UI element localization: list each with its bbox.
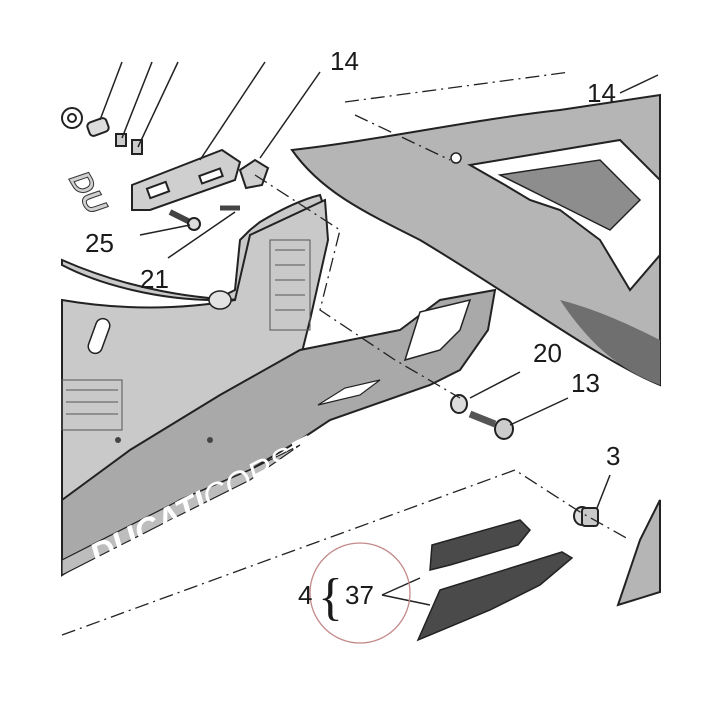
- partial-logo: DU: [62, 166, 113, 221]
- fairing-hole: [450, 152, 462, 164]
- label-20: 20: [533, 338, 562, 368]
- label-14-right: 14: [587, 78, 616, 108]
- grommet-3: [573, 506, 599, 527]
- label-25: 25: [85, 228, 114, 258]
- decal-upper: [429, 519, 532, 571]
- label-21: 21: [140, 264, 169, 294]
- label-37: 37: [345, 580, 374, 610]
- upper-fairing: [290, 93, 661, 387]
- decal-lower: [416, 551, 574, 642]
- fairing-slot: [87, 317, 111, 355]
- bracket-assembly: [61, 107, 270, 231]
- brace-symbol: {: [318, 569, 343, 626]
- label-14-top: 14: [330, 46, 359, 76]
- fairing-boss: [208, 290, 232, 310]
- highlight-circle: [309, 542, 411, 644]
- belly-pan: [61, 193, 497, 577]
- bolt-13: [450, 394, 514, 440]
- assembly-lines: [61, 71, 631, 636]
- leader-lines: [99, 61, 659, 606]
- label-3: 3: [606, 441, 620, 471]
- label-4: 4: [298, 580, 312, 610]
- texture-panel: [61, 239, 311, 431]
- label-13: 13: [571, 368, 600, 398]
- side-panel-piece: [616, 499, 661, 607]
